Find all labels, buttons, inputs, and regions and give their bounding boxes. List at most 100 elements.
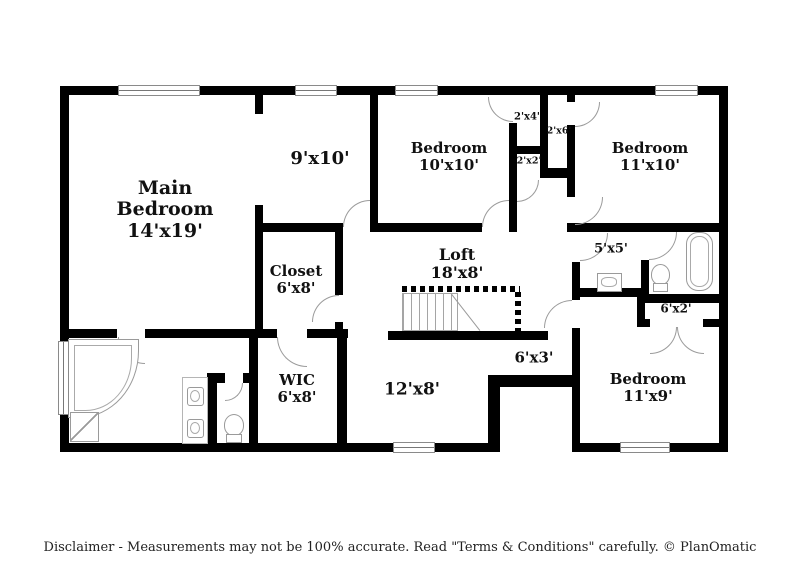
sink-basin xyxy=(190,390,200,402)
door-arc xyxy=(488,97,513,122)
corner-tub-basin xyxy=(74,345,132,411)
door-arc xyxy=(575,197,603,225)
window xyxy=(395,85,438,96)
room-label-closet: Closet 6'x8' xyxy=(270,263,323,297)
room-label-2x4: 2'x4' xyxy=(514,111,540,122)
room-label-bedroom-11x9: Bedroom 11'x9' xyxy=(610,371,687,405)
room-dims: 6'x2' xyxy=(660,301,692,316)
wall xyxy=(567,223,719,232)
room-label-wic: WIC 6'x8' xyxy=(277,372,316,406)
wall xyxy=(509,146,548,154)
shower xyxy=(70,412,99,442)
room-dims: 10'x10' xyxy=(419,156,479,174)
wall xyxy=(637,319,650,327)
stair-opening-dashed-edge xyxy=(402,286,520,292)
room-label-6x2: 6'x2' xyxy=(660,301,692,316)
door-arc xyxy=(650,327,677,354)
wall xyxy=(488,375,500,452)
room-name: Bedroom xyxy=(410,139,488,158)
room-name: WIC xyxy=(279,371,315,390)
window xyxy=(295,85,337,96)
wall xyxy=(60,329,117,338)
room-dims: 11'x10' xyxy=(620,156,680,174)
wall xyxy=(307,329,348,338)
toilet-icon xyxy=(224,414,244,436)
door-arc xyxy=(312,295,339,322)
window xyxy=(393,442,435,453)
stair-opening-dashed-edge xyxy=(515,292,521,332)
door-arc xyxy=(544,300,572,328)
window xyxy=(620,442,670,453)
door-arc xyxy=(225,383,243,401)
wall xyxy=(249,337,258,452)
wall xyxy=(207,375,217,452)
wall xyxy=(243,373,258,383)
window xyxy=(655,85,698,96)
room-label-5x5: 5'x5' xyxy=(594,241,628,258)
room-dims: 2'x6' xyxy=(546,125,572,137)
room-dims: 12'x8' xyxy=(383,379,441,400)
door-arc xyxy=(575,102,600,127)
door-arc xyxy=(677,327,704,354)
room-dims: 5'x5' xyxy=(594,241,628,257)
wall xyxy=(641,294,719,303)
bathtub xyxy=(686,232,713,291)
room-dims: 2'x4' xyxy=(513,111,541,123)
wall xyxy=(60,86,69,452)
wall xyxy=(572,328,580,452)
staircase-treads xyxy=(402,293,458,331)
sink-basin xyxy=(601,277,617,287)
wall xyxy=(145,329,277,338)
wall xyxy=(488,375,580,387)
wall xyxy=(255,205,263,338)
wall xyxy=(509,123,517,232)
door-arc xyxy=(277,337,307,367)
room-dims: 11'x9' xyxy=(623,387,673,405)
room-name: Bedroom xyxy=(611,139,689,158)
room-label-9x10: 9'x10' xyxy=(290,147,350,169)
wall xyxy=(255,86,263,114)
wall xyxy=(370,223,482,232)
room-label-2x6: 2'x6' xyxy=(546,125,572,138)
room-label-bedroom-11x10: Bedroom 11'x10' xyxy=(612,140,689,174)
bathtub-basin xyxy=(690,236,709,287)
door-arc xyxy=(482,200,509,227)
wall xyxy=(60,443,500,452)
wall xyxy=(335,227,343,295)
door-arc xyxy=(517,180,539,202)
vanity-sink xyxy=(597,273,622,292)
wall xyxy=(567,95,575,102)
room-dims: 9'x10' xyxy=(290,147,350,169)
disclaimer-text: Disclaimer - Measurements may not be 100… xyxy=(43,540,757,555)
wall xyxy=(703,319,719,327)
room-dims: 18'x8' xyxy=(430,263,484,282)
wall xyxy=(337,329,347,452)
window xyxy=(118,85,200,96)
room-name: Bedroom xyxy=(609,370,687,389)
room-dims: 6'x8' xyxy=(276,279,316,297)
toilet-tank xyxy=(653,283,668,292)
room-label-2x2: 2'x2' xyxy=(516,155,542,168)
room-dims: 2'x2' xyxy=(516,155,542,167)
wall xyxy=(370,86,378,232)
room-dims: 6'x3' xyxy=(514,348,554,367)
room-name: Loft xyxy=(438,245,476,265)
room-label-bedroom-10x10: Bedroom 10'x10' xyxy=(411,140,488,174)
room-dims: 6'x8' xyxy=(277,388,317,406)
corner-tub xyxy=(68,339,139,418)
door-arc xyxy=(343,200,370,227)
wall xyxy=(540,168,573,178)
wall xyxy=(540,95,548,172)
room-label-main-bedroom: Main Bedroom 14'x19' xyxy=(100,178,230,242)
wall xyxy=(572,262,580,300)
wall xyxy=(637,294,645,327)
wall xyxy=(255,223,343,232)
sink-icon xyxy=(187,387,204,406)
toilet-tank xyxy=(226,434,242,443)
sink-icon xyxy=(187,419,204,438)
wall xyxy=(567,125,575,197)
wall xyxy=(719,86,728,452)
stair-base-wall xyxy=(388,331,548,340)
room-dims: 14'x19' xyxy=(127,219,203,242)
